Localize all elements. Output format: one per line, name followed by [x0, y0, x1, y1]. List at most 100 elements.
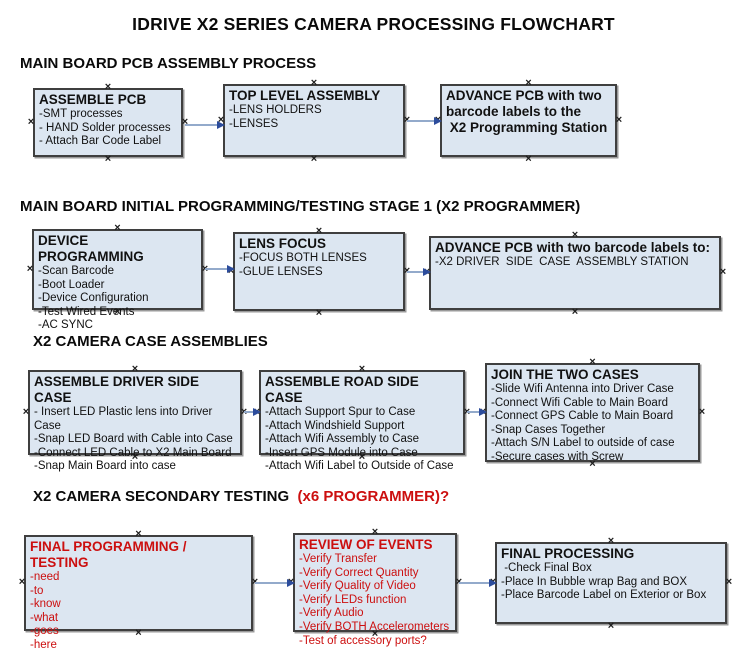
flow-arrow [467, 408, 487, 416]
box-title: ASSEMBLE DRIVER SIDE CASE [34, 374, 203, 405]
section-header-red-suffix: (x6 PROGRAMMER)? [293, 488, 450, 505]
connector-handle-icon: × [358, 363, 366, 375]
box-line: -Slide Wifi Antenna into Driver Case [491, 383, 674, 395]
flow-arrow [407, 117, 442, 125]
box-title: ASSEMBLE ROAD SIDE CASE [265, 374, 423, 405]
box-line: -AC SYNC [38, 319, 93, 332]
box-line: - Attach Bar Code Label [39, 135, 162, 148]
process-box-final-processing: FINAL PROCESSING -Check Final Box-Place … [490, 536, 732, 632]
box-line: -here [30, 638, 57, 651]
process-box-advance-pcb-driver-side: ADVANCE PCB with two barcode labels to: … [424, 230, 726, 318]
box-line: -Boot Loader [38, 278, 105, 291]
box-line: -Connect Wifi Cable to Main Board [491, 396, 669, 409]
box-line: -Snap Cases Together [491, 423, 606, 436]
box-line: -Verify Transfer [299, 553, 377, 565]
arrowhead-icon [287, 579, 295, 587]
connector-handle-icon: × [725, 576, 733, 588]
connector-handle-icon: × [315, 225, 323, 237]
section-header-secondary-testing: X2 CAMERA SECONDARY TESTING (x6 PROGRAMM… [33, 488, 449, 505]
box-line: -Test of accessory ports? [299, 634, 427, 647]
box-title: ASSEMBLE PCB [39, 92, 147, 107]
flow-arrow [185, 121, 225, 129]
connector-handle-icon: × [104, 81, 112, 93]
box-lines: -SMT processes- HAND Solder processes- A… [39, 108, 177, 149]
section-header-initial-programming: MAIN BOARD INITIAL PROGRAMMING/TESTING S… [20, 198, 581, 215]
box-line: -Verify BOTH Accelerometers [299, 620, 450, 633]
connector-handle-icon: × [310, 153, 318, 165]
flow-arrow [407, 268, 431, 276]
box-lines: -Slide Wifi Antenna into Driver Case-Con… [491, 383, 694, 465]
arrowhead-icon [227, 265, 235, 273]
box-line: -Attach Wifi Label to Outside of Case [265, 460, 454, 473]
arrowhead-icon [217, 121, 225, 129]
section-header-text: X2 CAMERA SECONDARY TESTING [33, 488, 294, 505]
flow-arrow [205, 265, 235, 273]
box-line: -Test Wired Events [38, 305, 135, 318]
box-line: -FOCUS BOTH LENSES [239, 252, 367, 264]
box-title: LENS FOCUS [239, 236, 327, 251]
box-line: -Place In Bubble wrap Bag and BOX [501, 575, 688, 588]
box-lines: -Scan Barcode-Boot Loader-Device Configu… [38, 265, 197, 333]
box-lines: -Verify Transfer-Verify Correct Quantity… [299, 553, 451, 648]
connector-handle-icon: × [131, 363, 139, 375]
connector-handle-icon: × [135, 528, 142, 540]
flow-arrow [459, 579, 497, 587]
process-box-final-programming-testing: FINAL PROGRAMMING / TESTING -need-to-kno… [19, 529, 258, 651]
box-line: -Connect GPS Cable to Main Board [491, 410, 674, 423]
box-line: -Insert GPS Module into Case [265, 446, 418, 459]
box-line: -to [30, 584, 44, 597]
box-title: TOP LEVEL ASSEMBLY [229, 88, 381, 103]
box-title: REVIEW OF EVENTS [299, 537, 433, 552]
connector-handle-icon: × [571, 229, 579, 241]
box-line: -Attach S/N Label to outside of case [491, 437, 675, 450]
box-line: -SMT processes [39, 108, 123, 120]
box-line: -X2 DRIVER SIDE CASE ASSEMBLY STATION [435, 256, 689, 268]
box-lines: - Insert LED Plastic lens into Driver Ca… [34, 406, 236, 474]
connector-handle-icon: × [27, 115, 35, 128]
box-line: -Snap LED Board with Cable into Case [34, 433, 233, 446]
box-line: - HAND Solder processes [39, 121, 171, 134]
connector-handle-icon: × [589, 356, 596, 368]
connector-handle-icon: × [371, 526, 379, 538]
section-header-pcb-assembly: MAIN BOARD PCB ASSEMBLY PROCESS [20, 55, 317, 72]
process-box-top-level-assembly: TOP LEVEL ASSEMBLY -LENS HOLDERS-LENSES … [218, 78, 410, 165]
connector-handle-icon: × [719, 266, 727, 278]
box-line: -Verify Audio [299, 607, 364, 620]
process-box-assemble-driver-side-case: ASSEMBLE DRIVER SIDE CASE - Insert LED P… [23, 364, 247, 473]
process-box-assemble-road-side-case: ASSEMBLE ROAD SIDE CASE -Attach Support … [254, 364, 470, 473]
arrowhead-icon [489, 579, 497, 587]
arrowhead-icon [423, 268, 431, 276]
box-line: -Secure cases with Screw [491, 450, 624, 463]
arrowhead-icon [434, 117, 442, 125]
box-line: -Attach Support Spur to Case [265, 406, 416, 418]
box-line: -Verify Quality of Video [299, 580, 416, 593]
box-line: -Snap Main Board into case [34, 460, 176, 473]
box-line: -Verify Correct Quantity [299, 566, 419, 579]
connector-handle-icon: × [525, 77, 532, 89]
box-lines: -LENS HOLDERS-LENSES [229, 104, 399, 131]
connector-handle-icon: × [26, 262, 34, 275]
box-title: FINAL PROGRAMMING / TESTING [30, 539, 191, 570]
arrowhead-icon [479, 408, 487, 416]
box-lines: -FOCUS BOTH LENSES-GLUE LENSES [239, 252, 399, 279]
box-line: -Connect LED Cable to X2 Main Board [34, 446, 232, 459]
box-line: -Place Barcode Label on Exterior or Box [501, 589, 707, 602]
box-line: -Verify LEDs function [299, 593, 407, 606]
process-box-join-the-two-cases: JOIN THE TWO CASES -Slide Wifi Antenna i… [480, 357, 705, 470]
box-line: -need [30, 571, 60, 583]
connector-handle-icon: × [607, 620, 615, 632]
flow-arrow [255, 579, 295, 587]
process-box-lens-focus: LENS FOCUS -FOCUS BOTH LENSES-GLUE LENSE… [228, 226, 410, 319]
box-title: FINAL PROCESSING [501, 546, 635, 561]
box-line: -know [30, 598, 61, 611]
flow-arrow [244, 408, 261, 416]
box-title: ADVANCE PCB with two barcode labels to: [435, 240, 711, 255]
box-line: -GLUE LENSES [239, 265, 323, 278]
box-line: -Scan Barcode [38, 265, 115, 277]
process-box-device-programming: DEVICE PROGRAMMING -Scan Barcode-Boot Lo… [27, 223, 208, 332]
box-line: -what [30, 611, 59, 624]
box-line: -Check Final Box [501, 562, 592, 574]
box-line: -Attach Windshield Support [265, 419, 405, 432]
connector-handle-icon: × [607, 535, 615, 547]
